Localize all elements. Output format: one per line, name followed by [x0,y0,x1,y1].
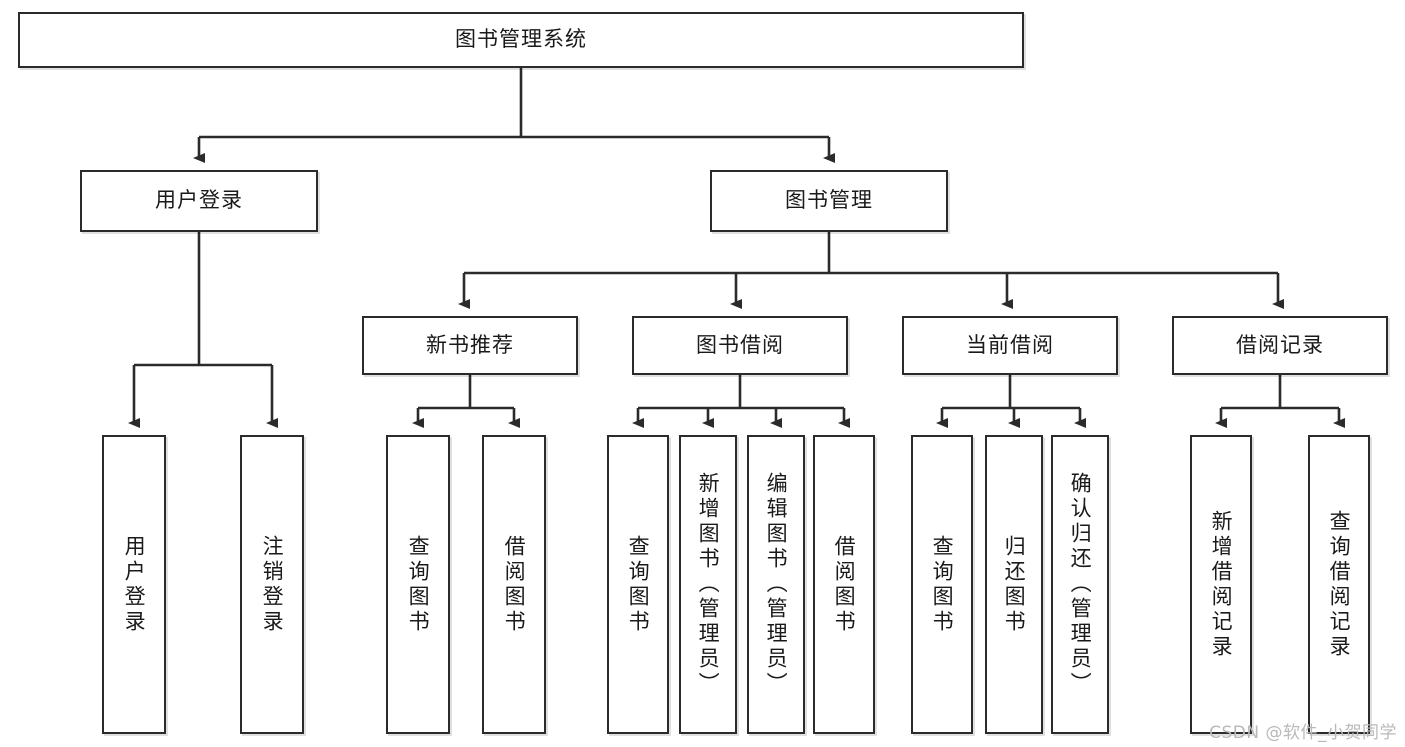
node-leaf-add-book-admin[interactable]: 新增图书（管理员） [679,435,737,734]
node-leaf-confirm-return-admin[interactable]: 确认归还（管理员） [1051,435,1109,734]
node-label: 查询图书 [626,534,651,635]
node-leaf-borrow-book[interactable]: 借阅图书 [813,435,875,734]
node-label: 新增图书（管理员） [696,472,721,697]
node-leaf-logout[interactable]: 注销登录 [240,435,304,734]
node-leaf-query-book-current[interactable]: 查询图书 [911,435,973,734]
node-leaf-user-login[interactable]: 用户登录 [102,435,166,734]
node-label: 用户登录 [122,534,147,635]
node-label: 借阅记录 [1236,332,1324,357]
node-label: 图书管理系统 [455,27,587,52]
node-new-book-recommendation[interactable]: 新书推荐 [362,316,578,375]
node-label: 查询图书 [406,534,431,635]
management-to-level3-connector [458,232,1284,309]
watermark-text: CSDN @软件_小贺同学 [1209,723,1397,743]
node-user-login[interactable]: 用户登录 [80,170,318,232]
node-current-borrowing[interactable]: 当前借阅 [902,316,1118,375]
node-label: 查询借阅记录 [1327,509,1352,660]
node-book-borrowing[interactable]: 图书借阅 [632,316,848,375]
node-label: 注销登录 [260,534,285,635]
record-to-leaves-connector [1215,375,1345,428]
node-leaf-return-book[interactable]: 归还图书 [985,435,1043,734]
node-borrowing-records[interactable]: 借阅记录 [1172,316,1388,375]
node-leaf-edit-book-admin[interactable]: 编辑图书（管理员） [747,435,805,734]
node-leaf-borrow-book-newbook[interactable]: 借阅图书 [482,435,546,734]
node-label: 编辑图书（管理员） [764,472,789,697]
node-label: 当前借阅 [966,332,1054,357]
node-label: 借阅图书 [832,534,857,635]
login-to-leaves-connector [128,232,278,428]
node-label: 确认归还（管理员） [1068,472,1093,697]
node-leaf-add-borrow-record[interactable]: 新增借阅记录 [1190,435,1252,734]
node-label: 图书借阅 [696,332,784,357]
node-label: 图书管理 [785,188,873,213]
node-leaf-query-book-borrow[interactable]: 查询图书 [607,435,669,734]
node-leaf-query-book-newbook[interactable]: 查询图书 [386,435,450,734]
node-book-management[interactable]: 图书管理 [710,170,948,232]
node-label: 查询图书 [930,534,955,635]
node-label: 用户登录 [155,188,243,213]
root-to-level2-connector [193,68,835,163]
current-to-leaves-connector [936,375,1086,428]
node-leaf-query-borrow-record[interactable]: 查询借阅记录 [1308,435,1370,734]
node-label: 新增借阅记录 [1209,509,1234,660]
node-label: 归还图书 [1002,534,1027,635]
borrow-to-leaves-connector [632,375,850,428]
node-label: 借阅图书 [502,534,527,635]
node-label: 新书推荐 [426,332,514,357]
newbook-to-leaves-connector [412,375,520,428]
node-root-system[interactable]: 图书管理系统 [18,12,1024,68]
